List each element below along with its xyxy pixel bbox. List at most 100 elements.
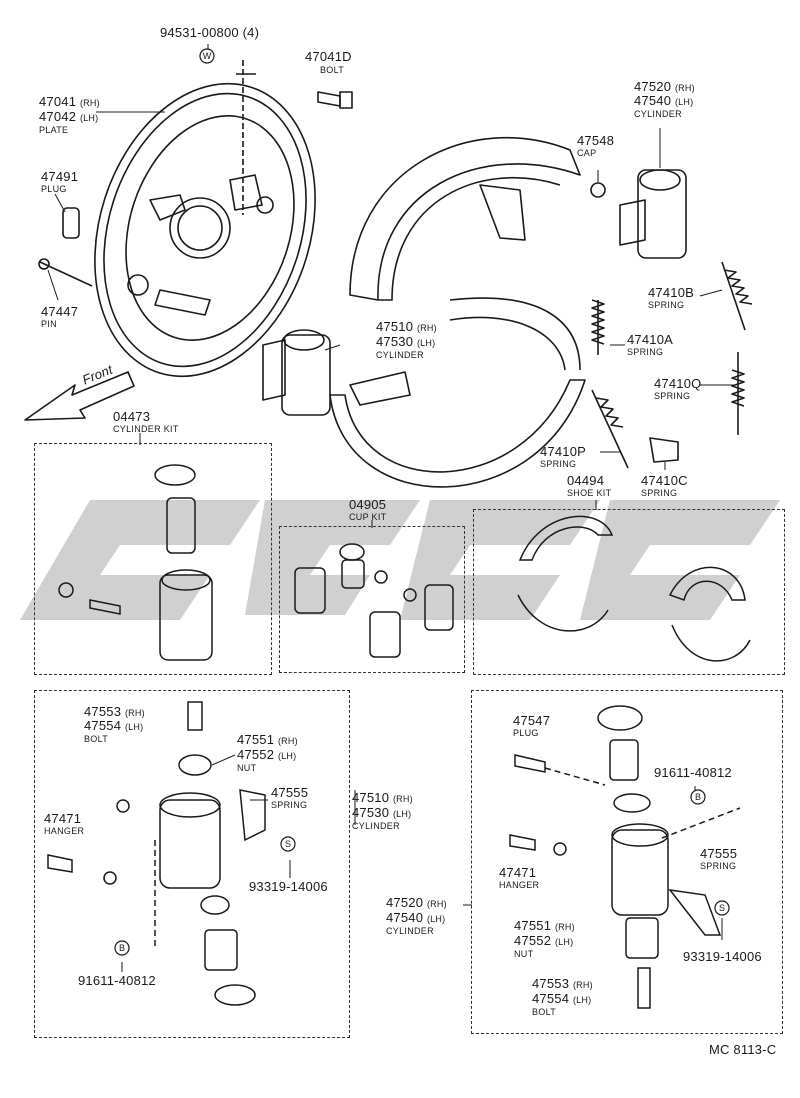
spring-47410b-drawing xyxy=(721,261,753,331)
left-nut-desc: NUT xyxy=(237,763,257,773)
right-47555-label: 47555 xyxy=(700,846,738,861)
part-94531-label: 94531-00800 (4) xyxy=(160,25,260,40)
mid-47520-label: 47520 (RH) xyxy=(386,895,447,910)
part-47410b-label: 47410B xyxy=(648,285,695,300)
pin-47447-drawing xyxy=(38,258,93,287)
part-47410c-label: 47410C xyxy=(641,473,688,488)
spring-b-desc: SPRING xyxy=(648,300,685,310)
part-47520-label: 47520 (RH) xyxy=(634,79,695,94)
cylinder-kit-desc: CYLINDER KIT xyxy=(113,424,179,434)
cup-kit-label: 04905 xyxy=(349,497,387,512)
part-47548-label: 47548 xyxy=(577,133,615,148)
cup-kit-parts xyxy=(294,543,454,658)
right-bolt-desc: BOLT xyxy=(532,1007,557,1017)
spring-47410a-drawing xyxy=(591,299,605,355)
right-spring-desc: SPRING xyxy=(700,861,737,871)
part-47410a-label: 47410A xyxy=(627,332,674,347)
cup-kit-box xyxy=(279,526,465,673)
right-nut-desc: NUT xyxy=(514,949,534,959)
right-47552-label: 47552 (LH) xyxy=(514,933,574,948)
plug-47491-drawing xyxy=(62,207,80,239)
spring-a-desc: SPRING xyxy=(627,347,664,357)
part-47042-label: 47042 (LH) xyxy=(39,109,99,124)
s-marker-circle-left xyxy=(280,836,296,852)
left-47551-label: 47551 (RH) xyxy=(237,732,298,747)
b-marker-circle-right xyxy=(690,789,706,805)
shoe-kit-label: 04494 xyxy=(567,473,605,488)
lower-left-cylinder-parts xyxy=(47,701,266,1006)
spring-47410q-drawing xyxy=(731,352,745,435)
lower-right-cylinder-parts xyxy=(509,705,741,1009)
backing-plate-drawing xyxy=(94,60,316,378)
left-47552-label: 47552 (LH) xyxy=(237,747,297,762)
drawing-code: MC 8113-C xyxy=(709,1042,777,1057)
left-47555-label: 47555 xyxy=(271,785,309,800)
part-47540-label: 47540 (LH) xyxy=(634,93,694,108)
mid-cylinder-desc-2: CYLINDER xyxy=(386,926,434,936)
watermark-logo xyxy=(20,500,780,620)
right-cylinder-exploded-box xyxy=(471,690,783,1034)
spring-c-desc: SPRING xyxy=(641,488,678,498)
bolt-47041d-drawing xyxy=(317,91,353,109)
wheel-cylinder-47520-drawing xyxy=(590,169,687,259)
part-47491-label: 47491 xyxy=(41,169,79,184)
right-47551-label: 47551 (RH) xyxy=(514,918,575,933)
cap-desc: CAP xyxy=(577,148,597,158)
brake-shoe-lower-drawing xyxy=(329,297,586,488)
spring-47410p-drawing xyxy=(591,389,629,469)
left-hanger-desc: HANGER xyxy=(44,826,85,836)
front-arrow xyxy=(24,371,135,421)
b-marker-right: B xyxy=(695,792,701,802)
left-47553-label: 47553 (RH) xyxy=(84,704,145,719)
pin-desc: PIN xyxy=(41,319,57,329)
left-91611-label: 91611-40812 xyxy=(78,973,156,988)
part-47447-label: 47447 xyxy=(41,304,79,319)
left-spring-desc: SPRING xyxy=(271,800,308,810)
spring-p-desc: SPRING xyxy=(540,459,577,469)
plug-desc: PLUG xyxy=(41,184,67,194)
cup-kit-desc: CUP KIT xyxy=(349,512,387,522)
right-47471-label: 47471 xyxy=(499,865,537,880)
right-47554-label: 47554 (LH) xyxy=(532,991,592,1006)
part-47510-label: 47510 (RH) xyxy=(376,319,437,334)
cylinder-kit-parts xyxy=(58,464,213,661)
b-marker-left: B xyxy=(119,943,125,953)
mid-47540-label: 47540 (LH) xyxy=(386,910,446,925)
left-cylinder-exploded-box xyxy=(34,690,350,1038)
spring-47410c-drawing xyxy=(649,437,679,463)
right-hanger-desc: HANGER xyxy=(499,880,540,890)
mid-cylinder-desc: CYLINDER xyxy=(352,821,400,831)
part-47041d-desc: BOLT xyxy=(320,65,345,75)
part-47410q-label: 47410Q xyxy=(654,376,702,391)
plate-desc: PLATE xyxy=(39,125,69,135)
mid-47510-label: 47510 (RH) xyxy=(352,790,413,805)
part-47410p-label: 47410P xyxy=(540,444,587,459)
right-47553-label: 47553 (RH) xyxy=(532,976,593,991)
left-47471-label: 47471 xyxy=(44,811,82,826)
right-93319-label: 93319-14006 xyxy=(683,949,762,964)
s-marker-left: S xyxy=(285,839,291,849)
left-93319-label: 93319-14006 xyxy=(249,879,328,894)
shoe-kit-box xyxy=(473,509,785,675)
cylinder-kit-box xyxy=(34,443,272,675)
right-plug-desc: PLUG xyxy=(513,728,539,738)
s-marker-right: S xyxy=(719,903,725,913)
left-bolt-desc: BOLT xyxy=(84,734,109,744)
cylinder-desc-mid: CYLINDER xyxy=(376,350,424,360)
shoe-kit-desc: SHOE KIT xyxy=(567,488,612,498)
left-47554-label: 47554 (LH) xyxy=(84,718,144,733)
part-47530-label: 47530 (LH) xyxy=(376,334,436,349)
w-marker-circle xyxy=(199,48,215,64)
wheel-cylinder-47510-drawing xyxy=(262,329,331,416)
s-marker-circle-right xyxy=(714,900,730,916)
part-47041-label: 47041 (RH) xyxy=(39,94,100,109)
b-marker-circle-left xyxy=(114,940,130,956)
cylinder-desc-top: CYLINDER xyxy=(634,109,682,119)
spring-q-desc: SPRING xyxy=(654,391,691,401)
cylinder-kit-label: 04473 xyxy=(113,409,151,424)
right-91611-label: 91611-40812 xyxy=(654,765,732,780)
right-47547-label: 47547 xyxy=(513,713,551,728)
mid-47530-label: 47530 (LH) xyxy=(352,805,412,820)
part-47041d-label: 47041D xyxy=(305,49,352,64)
